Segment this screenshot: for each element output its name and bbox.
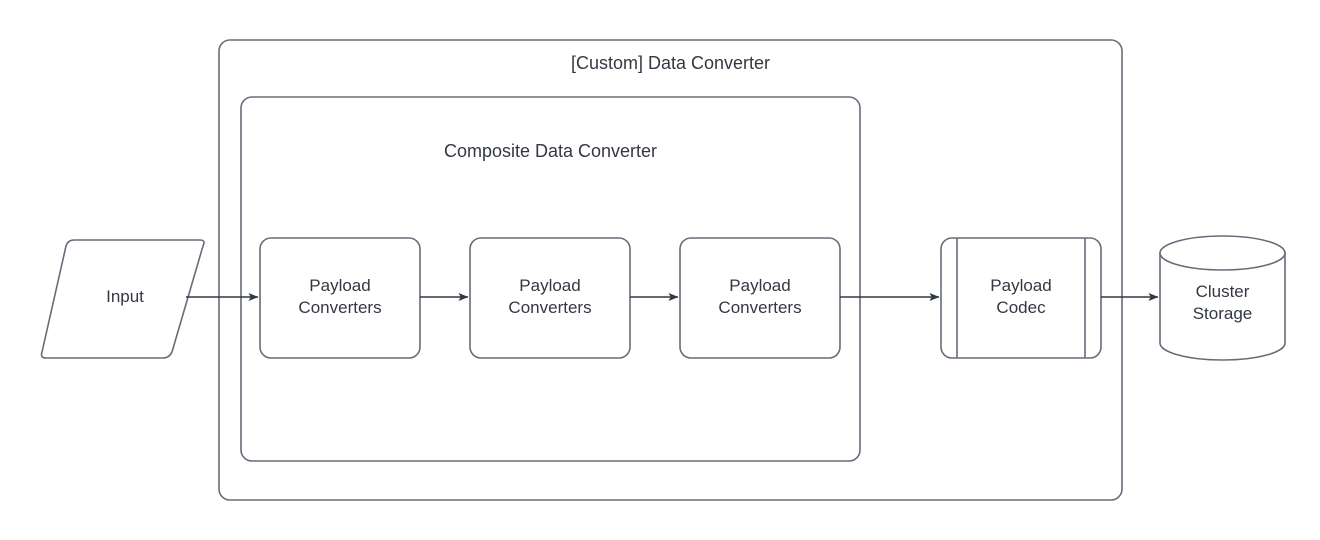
payload-converters-node-3-shape[interactable] [679, 237, 841, 359]
cluster-storage-node-shape[interactable] [1159, 235, 1286, 361]
input-node-shape[interactable] [40, 239, 205, 359]
payload-converters-node-1-shape[interactable] [259, 237, 421, 359]
payload-converters-node-2-shape[interactable] [469, 237, 631, 359]
payload-codec-node-shape[interactable] [940, 237, 1102, 359]
